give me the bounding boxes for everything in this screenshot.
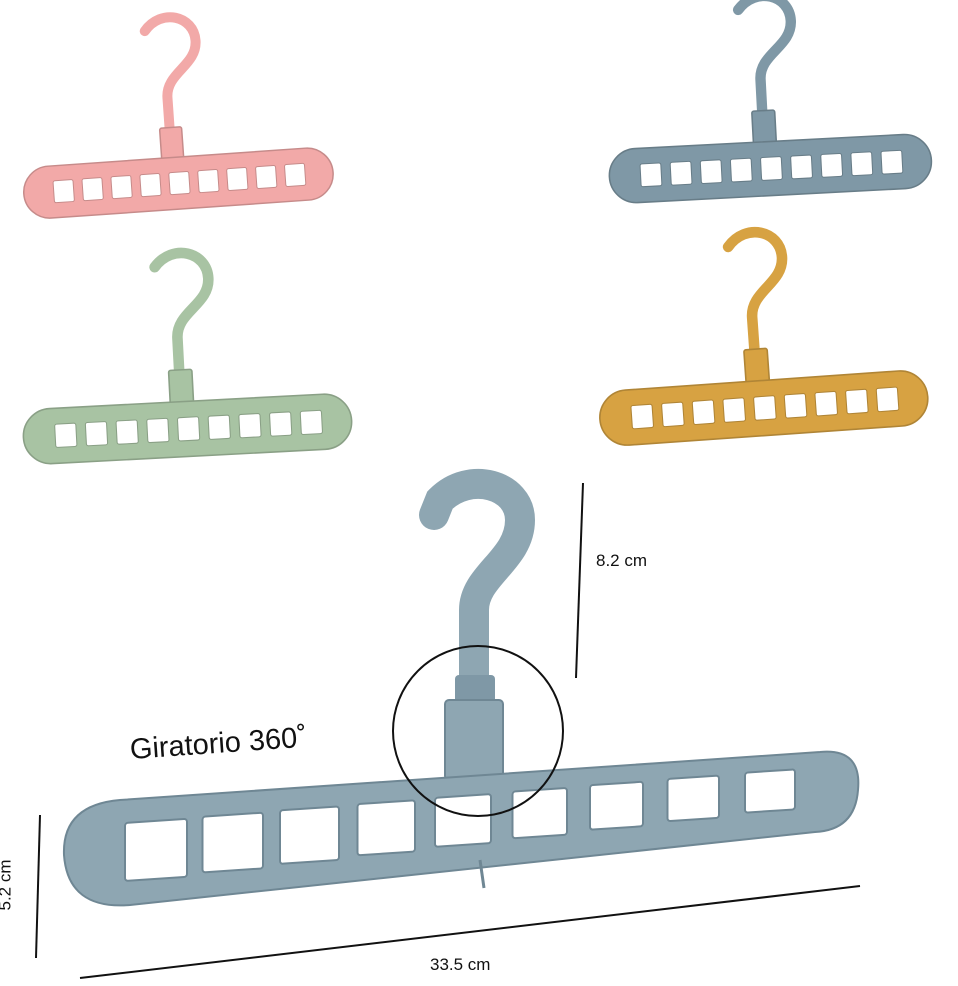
hanger-hole [238,413,262,439]
large-hanger-hole [124,818,188,882]
large-hanger-hole [744,768,796,814]
hook [149,247,214,399]
large-hook [419,469,536,715]
hanger-hole [269,411,293,437]
hanger-hole [168,171,191,196]
hanger-hole [753,395,777,421]
large-hanger-hole [666,774,720,823]
hanger-hole [84,421,109,447]
hanger-hole [760,156,783,181]
hanger-hole [146,417,170,444]
hanger-hole [207,414,231,440]
hanger-hole [176,416,201,442]
hanger-hole [699,159,723,185]
hanger-hole [669,160,693,186]
bar-length-label: 33.5 cm [430,955,491,974]
hanger-hole [255,164,278,190]
large-hanger-hole [279,805,340,865]
hanger-hole [691,399,716,426]
hanger-hole [850,151,874,177]
hanger-hole [54,422,78,448]
green-hanger [22,247,353,465]
hanger-hole [630,403,654,430]
hanger-hole [820,152,844,178]
hanger-hole [814,390,838,417]
large-hanger-hole [356,799,416,857]
large-hanger-hole [434,793,492,848]
hook [139,12,201,155]
hanger-hole [52,179,75,204]
hook [732,0,796,139]
hanger-hole [661,401,685,428]
hanger-hole [284,162,307,187]
hanger-hole [197,168,220,194]
hanger-hole [115,419,139,445]
hanger-hole [299,409,323,436]
hook-height-label: 8.2 cm [596,551,648,570]
hanger-hole [81,177,104,202]
pink-hanger [23,12,334,219]
hanger-hole [722,397,746,423]
hanger-hole [110,175,133,200]
large-hanger-hole [201,811,264,874]
hanger-hole [783,393,808,419]
hook [722,226,788,378]
hanger-hole [729,157,753,183]
hook-height-line [575,482,584,679]
bar-height-label: 5.2 cm [0,859,15,911]
hanger-hole [875,386,900,413]
swivel-collar [455,675,495,705]
bar-height-line [35,814,41,959]
hanger-hole [845,388,869,415]
large-hanger-hole [589,780,644,831]
bar-length-line [79,885,861,979]
large-hanger [62,469,860,907]
hanger-hole [139,173,162,198]
center-split [478,859,486,889]
rotation-highlight-circle [392,645,564,817]
hanger-hole [226,166,249,192]
hanger-hole [790,154,813,180]
hanger-hole [639,162,663,188]
large-hanger-hole [511,787,568,840]
hanger-hole [880,149,904,175]
swivel-block [444,699,504,781]
yellow-hanger [599,226,929,446]
blue-hanger [608,0,933,204]
